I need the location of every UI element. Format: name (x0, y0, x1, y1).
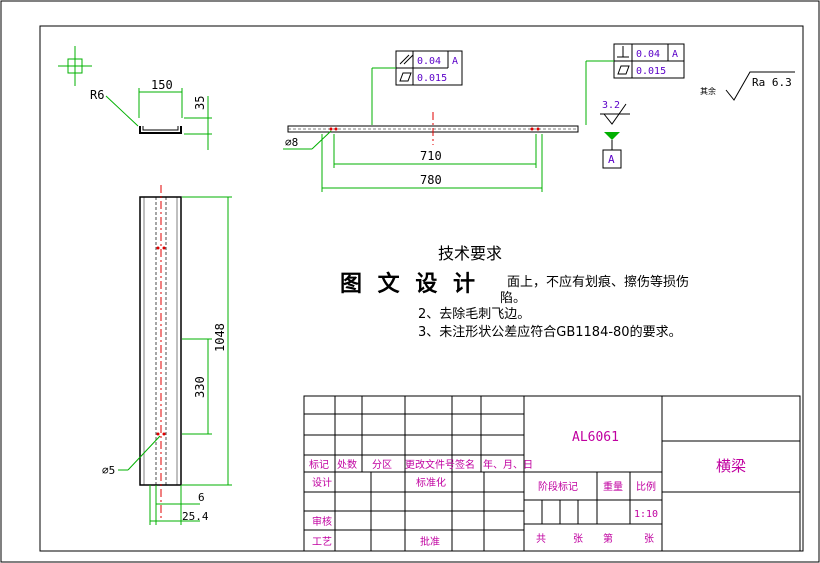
tb-process: 工艺 (312, 536, 332, 548)
rev-header-doc: 更改文件号 (405, 458, 455, 471)
tb-scale: 比例 (636, 480, 656, 493)
notes-title: 技术要求 (438, 244, 502, 263)
tb-design: 设计 (312, 476, 332, 489)
front-width-dim: 25.4 (182, 510, 209, 523)
tol-right-datum: A (672, 49, 678, 60)
tb-material: AL6061 (572, 430, 619, 445)
notes-line1-tail: 面上，不应有划痕、擦伤等损伤 (507, 274, 689, 290)
rev-header-sign: 签名 (455, 458, 475, 471)
notes-line1b: 陷。 (500, 291, 526, 306)
notes-watermark: 图 文 设 计 (340, 271, 479, 297)
side-height-dim: 35 (193, 96, 207, 110)
front-length-dim: 1048 (213, 323, 227, 352)
tb-sheet-word2: 张 (644, 533, 654, 545)
tb-part-name: 横梁 (716, 457, 746, 475)
finish-prefix: 其余 (700, 86, 716, 96)
tol-right-perp-value: 0.04 (636, 49, 660, 60)
roughness-symbol-icon (725, 71, 795, 101)
tb-approve: 批准 (420, 535, 440, 548)
front-hole-label: ⌀5 (102, 464, 115, 477)
side-radius-label: R6 (90, 88, 104, 102)
tb-page: 第 (603, 532, 613, 545)
notes-line2: 2、去除毛刺飞边。 (418, 307, 530, 322)
tb-stage-mark: 阶段标记 (538, 480, 578, 493)
tb-weight: 重量 (603, 480, 623, 493)
datum-a-label: A (608, 153, 615, 166)
top-hole-label: ⌀8 (285, 136, 298, 149)
tol-left-parallel-value: 0.015 (417, 73, 447, 84)
tb-sheet-word: 张 (573, 533, 583, 545)
front-small-dim: 6 (198, 491, 205, 504)
tol-left-datum: A (452, 56, 458, 67)
tb-standardize: 标准化 (416, 476, 446, 489)
notes-line3: 3、未注形状公差应符合GB1184-80的要求。 (418, 324, 682, 340)
rev-header-mark: 标记 (309, 459, 329, 471)
rev-header-date: 年、月、日 (483, 458, 533, 471)
top-view (283, 43, 685, 192)
title-block (303, 395, 801, 552)
rev-header-count: 处数 (337, 458, 357, 471)
crosshair-icon (58, 46, 92, 86)
tol-right-flat-value: 0.015 (636, 66, 666, 77)
top-outer-dim: 780 (420, 173, 442, 187)
top-roughness-value: 3.2 (602, 100, 620, 111)
front-view (118, 185, 232, 525)
top-inner-dim: 710 (420, 149, 442, 163)
tb-total: 共 (536, 533, 546, 545)
tb-review: 审核 (312, 515, 332, 528)
side-width-dim: 150 (151, 78, 173, 92)
tol-left-flat-value: 0.04 (417, 56, 441, 67)
finish-value: Ra 6.3 (752, 76, 792, 89)
front-offset-dim: 330 (193, 376, 207, 398)
tb-scale-value: 1:10 (634, 509, 658, 520)
side-view (105, 88, 212, 150)
rev-header-zone: 分区 (372, 459, 392, 471)
